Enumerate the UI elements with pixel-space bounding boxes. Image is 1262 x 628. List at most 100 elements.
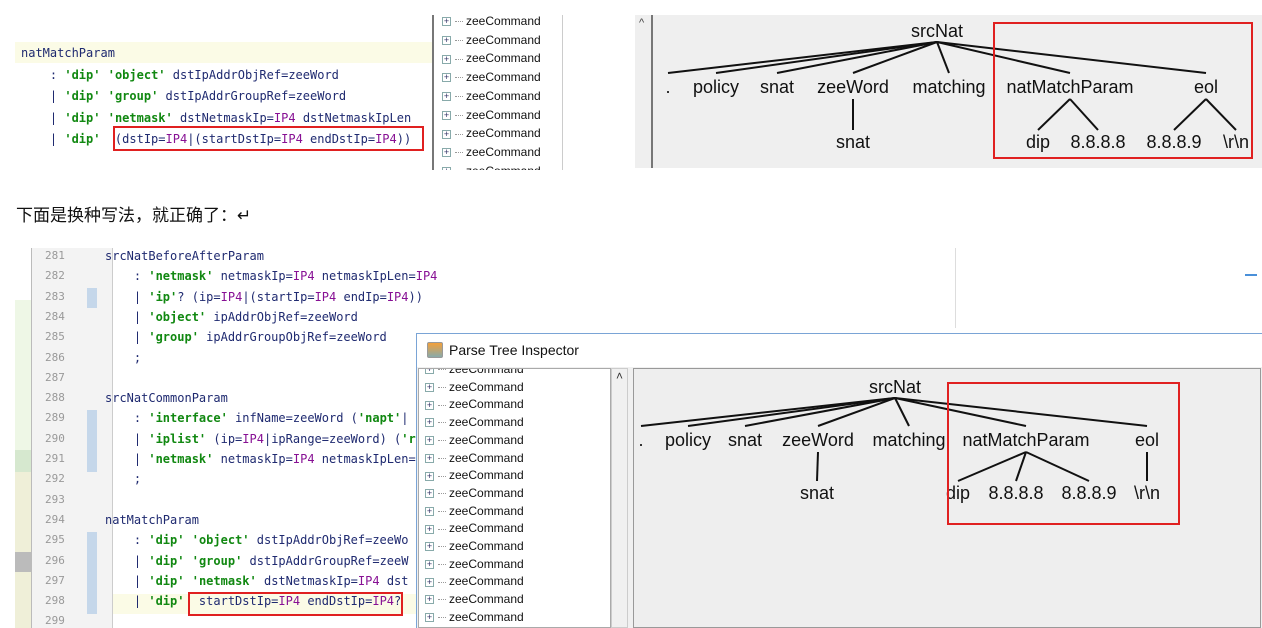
inspector-tree-list[interactable]: + zeeCommand + zeeCommand + zeeCommand + zeeCom… — [418, 368, 611, 628]
tree-list-item[interactable]: +zeeCommand — [419, 502, 524, 520]
tree-edges — [667, 41, 1237, 131]
tree-list-item[interactable]: +zeeCommand — [419, 395, 524, 413]
tree-list-label: zeeCommand — [449, 368, 524, 376]
tree-list-item[interactable]: + zeeCommand — [419, 572, 524, 590]
tree-list-item[interactable]: + zeeCommand — [419, 413, 524, 431]
tree-list-item[interactable]: +zeeCommand — [419, 537, 524, 555]
code-text: dstNetmaskIp= — [256, 573, 358, 588]
tree-list-label: zeeCommand — [449, 450, 524, 465]
tree-connector — [438, 440, 446, 442]
tree-list-item[interactable]: +zeeCommand — [419, 378, 524, 396]
tree-node: 8.8.8.8 — [1070, 132, 1126, 152]
expand-plus-icon[interactable]: + — [442, 16, 451, 27]
expand-plus-icon[interactable]: + — [442, 91, 451, 102]
code-text: srcNatCommonParam — [105, 391, 228, 406]
expand-plus-icon[interactable]: + — [425, 382, 434, 393]
tree-list-item[interactable]: +zeeCommand — [436, 12, 541, 30]
tree-connector — [438, 457, 446, 459]
tree-list-item[interactable]: +zeeCommand — [419, 466, 524, 484]
expand-plus-icon[interactable]: + — [425, 488, 434, 499]
code-line: | 'dip' 'netmask' dstNetmaskIp=IP4 dst — [105, 571, 409, 591]
expand-plus-icon[interactable]: + — [425, 594, 434, 605]
tree-list-label: zeeCommand — [449, 592, 524, 607]
tree-list-item[interactable]: +zeeCommand — [436, 162, 541, 170]
tree-list-item[interactable]: +zeeCommand — [436, 124, 541, 142]
expand-plus-icon[interactable]: + — [442, 109, 451, 120]
tree-list-item[interactable]: + zeeCommand — [419, 590, 524, 608]
expand-plus-icon[interactable]: + — [425, 417, 434, 428]
expand-plus-icon[interactable]: + — [442, 147, 451, 158]
tree-edge — [667, 41, 938, 74]
tree-node: . — [665, 77, 671, 97]
expand-plus-icon[interactable]: + — [442, 128, 451, 139]
expand-plus-icon[interactable]: + — [425, 452, 434, 463]
tree-edge — [894, 397, 1148, 427]
expand-plus-icon[interactable]: + — [425, 435, 434, 446]
code-text: ? — [394, 594, 402, 609]
top-code-editor: natMatchParam : 'dip' 'object' dstIpAddr… — [15, 10, 433, 170]
code-line: | 'dip' 'group' dstIpAddrGroupRef=zeeW — [105, 551, 409, 571]
highlight-box — [113, 126, 424, 151]
scroll-up-arrow[interactable]: ˄ — [615, 369, 623, 383]
code-line: : 'netmask' netmaskIp=IP4 netmaskIpLen=I… — [105, 266, 438, 286]
code-type: IP4 — [292, 452, 315, 466]
tree-list-item[interactable]: +zeeCommand — [419, 519, 524, 537]
tree-node: zeeWord — [817, 77, 889, 97]
tree-edge — [687, 397, 896, 427]
expand-plus-icon[interactable]: + — [442, 166, 451, 170]
tree-edge — [1015, 451, 1027, 482]
expand-plus-icon[interactable]: + — [425, 541, 434, 552]
expand-plus-icon[interactable]: + — [442, 53, 451, 64]
tree-list-item[interactable]: +zeeCommand — [436, 49, 541, 67]
expand-plus-icon[interactable]: + — [442, 35, 451, 46]
code-text: | — [105, 573, 149, 588]
expand-plus-icon[interactable]: + — [425, 369, 434, 375]
tree-list-label: zeeCommand — [449, 574, 524, 589]
caption-text: 下面是换种写法，就正确了：↵ — [16, 206, 252, 226]
tree-list-label: zeeCommand — [449, 415, 524, 430]
line-number: 293 — [45, 492, 65, 506]
tree-list-item[interactable]: +zeeCommand — [436, 106, 541, 124]
tree-list-item[interactable]: + zeeCommand — [436, 87, 541, 105]
tree-connector — [438, 422, 446, 424]
tree-list-item[interactable]: +zeeCommand — [419, 431, 524, 449]
title-bar[interactable]: Parse Tree Inspector — [417, 334, 1262, 367]
code-line: | 'group' ipAddrGroupObjRef=zeeWord — [105, 327, 387, 347]
expand-plus-icon[interactable]: + — [425, 559, 434, 570]
expand-plus-icon[interactable]: + — [425, 576, 434, 587]
code-text: | — [21, 110, 65, 125]
list-scrollbar[interactable]: ˄ — [611, 368, 628, 628]
expand-plus-icon[interactable]: + — [425, 470, 434, 481]
code-line: | 'dip' 'group' dstIpAddrGroupRef=zeeWor… — [21, 86, 346, 106]
tree-connector — [455, 40, 463, 42]
tree-list-label: zeeCommand — [466, 88, 541, 103]
tree-list-item[interactable]: +zeeCommand — [436, 143, 541, 161]
code-text — [100, 111, 107, 125]
tree-list-item[interactable]: +zeeCommand — [436, 31, 541, 49]
expand-plus-icon[interactable]: + — [425, 612, 434, 623]
code-text: | — [105, 452, 149, 466]
code-keyword: 'r — [401, 431, 416, 446]
code-line: | 'dip' 'netmask' dstNetmaskIp=IP4 dstNe… — [21, 108, 411, 128]
code-keyword: 'dip' — [148, 533, 185, 548]
tree-list-item[interactable]: +zeeCommand — [419, 555, 524, 573]
tree-list-item[interactable]: +zeeCommand — [419, 484, 524, 502]
line-number-gutter — [31, 248, 113, 628]
tree-connector — [455, 58, 463, 60]
code-text: dstIpAddrGroupRef=zeeW — [242, 553, 409, 568]
expand-plus-icon[interactable]: + — [425, 399, 434, 410]
expand-plus-icon[interactable]: + — [442, 72, 451, 83]
code-text: dstIpAddrObjRef=zeeWo — [249, 533, 409, 548]
code-type: IP4 — [357, 573, 380, 588]
expand-plus-icon[interactable]: + — [425, 505, 434, 516]
tree-list-item[interactable]: +zeeCommand — [419, 608, 524, 626]
code-text: dstIpAddrGroupRef=zeeWord — [158, 89, 347, 103]
scroll-arrow-up[interactable]: ^ — [639, 17, 645, 29]
expand-plus-icon[interactable]: + — [425, 523, 434, 534]
tree-edge — [715, 41, 938, 74]
top-tree-list[interactable]: +zeeCommand+zeeCommand+zeeCommand+zeeCom… — [436, 12, 561, 170]
tree-list-item[interactable]: + zeeCommand — [419, 368, 524, 378]
code-type: IP4 — [292, 269, 315, 284]
tree-list-item[interactable]: +zeeCommand — [436, 68, 541, 86]
tree-list-item[interactable]: + zeeCommand — [419, 449, 524, 467]
